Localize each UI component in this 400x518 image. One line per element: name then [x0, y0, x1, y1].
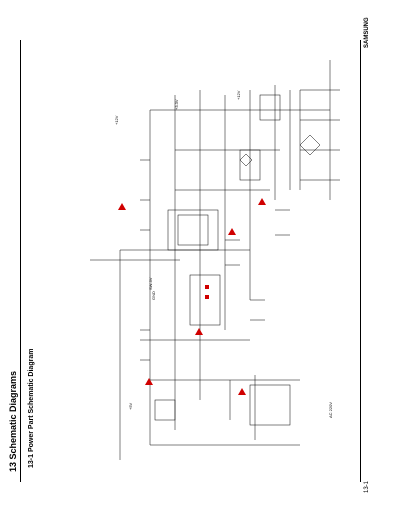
- net-label-12v: +12V: [114, 115, 119, 125]
- schematic-note: SW-5V: [148, 277, 153, 290]
- title-rule: [20, 40, 21, 482]
- net-label-ac: AC 220V: [328, 402, 333, 418]
- net-label-12v-b: +12V: [236, 90, 241, 100]
- right-rule: [360, 40, 361, 482]
- net-label-5v: +5V: [128, 402, 133, 410]
- net-label-gnd: GND: [151, 291, 156, 300]
- net-label-3v3: +3.3V: [174, 99, 179, 110]
